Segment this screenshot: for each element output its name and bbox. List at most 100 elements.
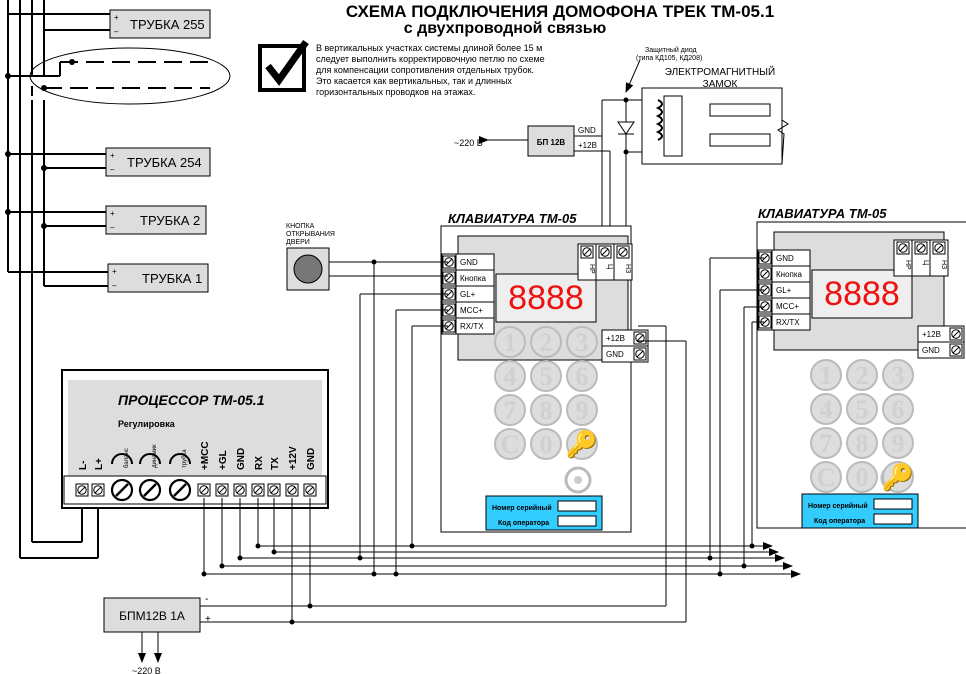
svg-text:–: – [110, 223, 115, 232]
svg-text:Номер серийный: Номер серийный [808, 502, 868, 510]
terminal-label: GND [236, 448, 247, 470]
psu-small: БП 12В GND +12В ~220 В [454, 125, 597, 157]
terminal-label: GL+ [460, 290, 476, 299]
svg-text:КЛАВИАТУРА ТМ-05: КЛАВИАТУРА ТМ-05 [758, 206, 887, 221]
processor-terminal-0 [75, 483, 89, 497]
door-button-label: КНОПКА [286, 223, 315, 230]
lock-label: ЭЛЕКТРОМАГНИТНЫЙ [665, 65, 775, 78]
svg-text:Код оператора: Код оператора [814, 518, 865, 525]
led-display: 8888 [508, 279, 584, 317]
keypad-key [566, 428, 598, 460]
door-button [286, 247, 330, 291]
svg-text:Код оператора: Код оператора [498, 520, 549, 527]
adjust-pot [110, 478, 134, 502]
processor-terminal-2 [197, 483, 211, 497]
svg-text:В вертикальных участках систем: В вертикальных участках системы длиной б… [316, 43, 542, 53]
svg-text:Это касается как вертикальных,: Это касается как вертикальных, так и дли… [316, 76, 512, 86]
diode-label: Защитный диод [645, 46, 697, 54]
terminal-label: GL+ [776, 286, 792, 295]
svg-text:~220 В: ~220 В [132, 666, 161, 674]
key-label: 🔑 [566, 428, 598, 460]
keypad-key [882, 461, 914, 493]
terminal-label: TX [270, 457, 281, 470]
electromagnetic-lock [641, 87, 789, 165]
svg-text:ЗАМОК: ЗАМОК [703, 79, 738, 90]
processor-terminal-1 [91, 483, 105, 497]
key-label: 3 [892, 361, 905, 390]
key-label: 0 [856, 463, 869, 492]
keypad-key [810, 359, 842, 391]
keypad-key [882, 427, 914, 459]
terminal-label: GND [606, 350, 624, 359]
keypad-key [494, 360, 526, 392]
terminal-label: +GL [218, 450, 229, 470]
key-label: 1 [504, 328, 517, 357]
keypad-key [810, 393, 842, 425]
relay-label: НР [588, 264, 595, 274]
processor-terminal-3 [215, 483, 229, 497]
keypad-key [530, 326, 562, 358]
processor-terminal-6 [267, 483, 281, 497]
key-label: 🔑 [882, 461, 914, 493]
terminal-label: RX/TX [776, 318, 800, 327]
svg-text:–: – [110, 165, 115, 174]
key-label: 7 [504, 396, 517, 425]
svg-text:+12В: +12В [578, 141, 597, 150]
adjust-pot [168, 478, 192, 502]
keypad-key [846, 359, 878, 391]
key-label: 1 [820, 361, 833, 390]
svg-text:+: + [110, 209, 115, 218]
key-label: 8 [540, 396, 553, 425]
relay-terminal-1 [598, 245, 612, 259]
svg-text:(типа КД105, КД208): (типа КД105, КД208) [636, 55, 702, 62]
terminal-label: L+ [94, 458, 105, 470]
terminal-label: GND [460, 258, 478, 267]
terminal-кнопка [758, 267, 772, 281]
terminal-right-1 [633, 347, 647, 361]
svg-text:КЛАВИАТУРА ТМ-05: КЛАВИАТУРА ТМ-05 [448, 211, 577, 226]
led-display: 8888 [824, 275, 900, 313]
relay-terminal-2 [932, 241, 946, 255]
key-label: 8 [856, 429, 869, 458]
terminal-right-0 [949, 327, 963, 341]
keypad-key [846, 461, 878, 493]
svg-text:ТРУБКА 1: ТРУБКА 1 [142, 271, 202, 286]
relay-label: Ц [922, 260, 929, 266]
keypad-key [494, 394, 526, 426]
svg-text:ТРУБКА 2: ТРУБКА 2 [140, 213, 200, 228]
svg-text:горизонтальных проводков на эт: горизонтальных проводков на этажах. [316, 87, 475, 97]
relay-terminal-2 [616, 245, 630, 259]
key-label: 6 [576, 362, 589, 391]
keypad-key [846, 427, 878, 459]
pot-label: трубка [182, 449, 188, 468]
keypad-key [882, 359, 914, 391]
keypad-key [882, 393, 914, 425]
svg-text:БП 12В: БП 12В [537, 138, 566, 147]
pot-label: баланс [124, 448, 130, 468]
keypad-key [494, 326, 526, 358]
relay-label: НЗ [940, 260, 947, 269]
processor-terminal-8 [303, 483, 317, 497]
svg-text:Номер серийный: Номер серийный [492, 504, 552, 512]
terminal-right-1 [949, 343, 963, 357]
svg-text:ТРУБКА 254: ТРУБКА 254 [127, 155, 202, 170]
svg-text:Регулировка: Регулировка [118, 419, 176, 429]
handset-1: + – ТРУБКА 1 [107, 263, 209, 293]
processor-terminal-7 [285, 483, 299, 497]
svg-text:–: – [112, 281, 117, 290]
terminal-label: RX [254, 456, 265, 470]
svg-text:ОТКРЫВАНИЯ: ОТКРЫВАНИЯ [286, 231, 335, 238]
keypad-key [530, 360, 562, 392]
key-label: 9 [892, 429, 905, 458]
terminal-label: L- [78, 461, 89, 470]
processor-title: ПРОЦЕССОР ТМ-05.1 [118, 392, 265, 408]
key-label: 0 [540, 430, 553, 459]
keypad-key [530, 428, 562, 460]
svg-text:~220 В: ~220 В [454, 138, 483, 148]
keypad-key [810, 427, 842, 459]
keypad-key [494, 428, 526, 460]
key-label: 5 [856, 395, 869, 424]
svg-text:+: + [110, 151, 115, 160]
handset-2: + – ТРУБКА 2 [105, 205, 207, 235]
